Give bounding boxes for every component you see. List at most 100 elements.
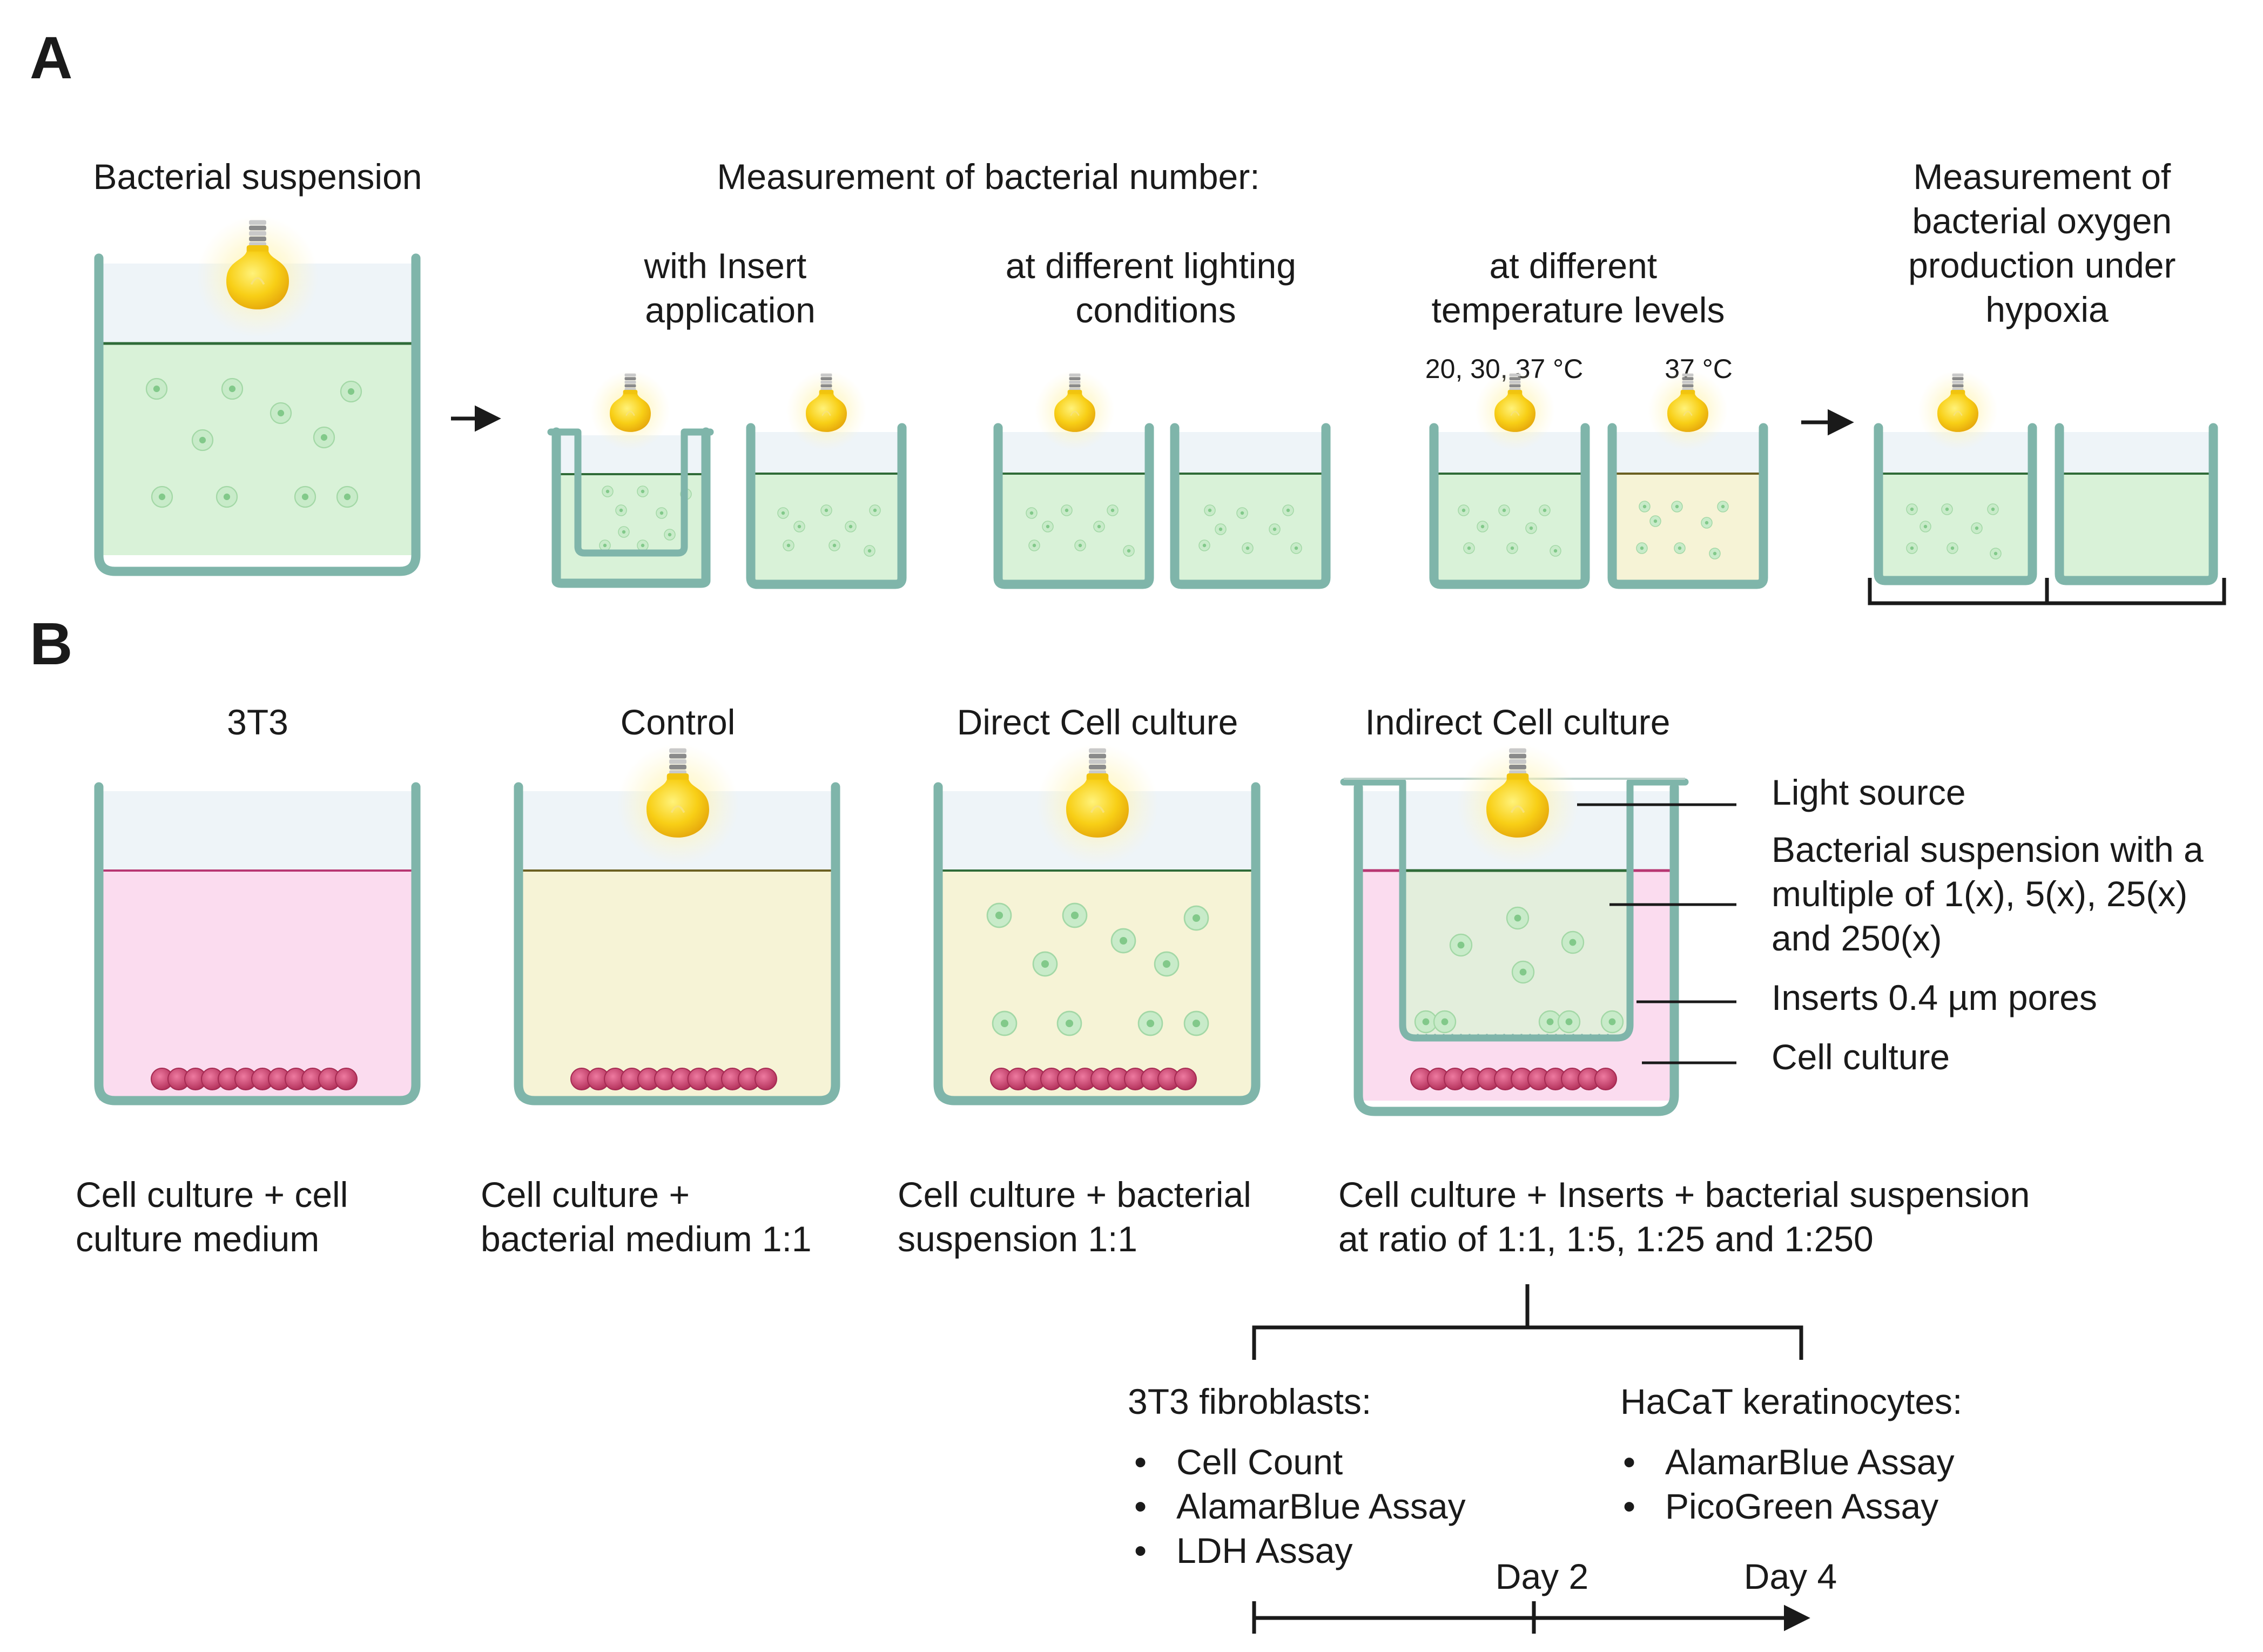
bacterium-nucleus (344, 493, 351, 501)
bacterium-nucleus (867, 549, 872, 553)
bacterium-nucleus (1127, 549, 1131, 553)
bacterium-nucleus (1029, 511, 1034, 515)
bacterium-nucleus (301, 493, 309, 501)
bacterium-nucleus (1146, 1019, 1155, 1028)
light-bulb-icon (1917, 370, 1998, 451)
bacterium-nucleus (1065, 1019, 1074, 1028)
bacterium-nucleus (995, 911, 1003, 920)
bacterium-nucleus (1046, 524, 1050, 529)
light-bulb-icon (196, 215, 319, 338)
bacterium-nucleus (1910, 546, 1914, 550)
bacterium-nucleus (1245, 546, 1250, 550)
fibroblasts-item-ldh: LDH Assay (1176, 1530, 1352, 1570)
beaker-temp-variable (1429, 370, 1590, 589)
bacterium-nucleus (153, 385, 160, 393)
keratinocytes-item-picogreen: PicoGreen Assay (1665, 1486, 1938, 1526)
label-oxygen-production: Measurement of bacterial oxygen producti… (1908, 157, 2186, 329)
bacterium-nucleus (1705, 521, 1709, 525)
timeline-day-2: Day 2 (1496, 1556, 1588, 1596)
bacterium-nucleus (1546, 1018, 1554, 1026)
beaker-dark (1170, 423, 1331, 589)
bacterium-nucleus (1950, 546, 1955, 550)
light-bulb-icon (1474, 370, 1555, 451)
beaker-no-insert (746, 370, 907, 589)
bacterium-nucleus (1192, 914, 1201, 922)
beaker-control (514, 743, 840, 1105)
beaker-with-insert (547, 370, 714, 588)
bacterium-nucleus (1569, 939, 1577, 946)
timeline: Day 2 Day 4 (1252, 1556, 1837, 1634)
bacterium-nucleus (1422, 1018, 1430, 1026)
bacterium-nucleus (1975, 526, 1979, 530)
fibroblasts-item-alamarblue: AlamarBlue Assay (1176, 1486, 1466, 1526)
bacterium-nucleus (848, 524, 853, 529)
bacterium-nucleus (1110, 508, 1115, 513)
bacterium-nucleus (1713, 551, 1717, 556)
panel-letter-b: B (30, 611, 72, 677)
cell (1594, 1068, 1617, 1090)
bacterium-nucleus (1993, 551, 1998, 556)
cell (755, 1068, 777, 1090)
bacterium-nucleus (1608, 1018, 1616, 1026)
desc-direct: Cell culture + bacterial suspension 1:1 (898, 1175, 1261, 1259)
assay-tree-bracket (1252, 1284, 1803, 1360)
bacterium-nucleus (1467, 546, 1471, 550)
bacterium-nucleus (668, 532, 672, 537)
bacterium-nucleus (641, 543, 645, 548)
bacterium-nucleus (1208, 508, 1212, 513)
bacterium-nucleus (1218, 527, 1223, 531)
desc-3t3: Cell culture + cell culture medium (76, 1175, 358, 1259)
bacterium-nucleus (1240, 511, 1244, 515)
keratinocytes-item-alamarblue: AlamarBlue Assay (1665, 1442, 1955, 1482)
bacterium-nucleus (347, 388, 355, 395)
beaker-3t3 (94, 782, 421, 1105)
bacterium-nucleus (824, 508, 829, 513)
bacterium-nucleus (199, 436, 206, 444)
bacterium-nucleus (1553, 549, 1558, 553)
light-bulb-icon (786, 370, 867, 451)
label-lighting-conditions: at different lighting conditions (1006, 246, 1306, 330)
bacterium-nucleus (228, 385, 236, 393)
bacterium-nucleus (1565, 1018, 1573, 1026)
bacterium-nucleus (1070, 911, 1079, 920)
beaker-indirect (1340, 743, 1689, 1116)
bullet: • (1623, 1486, 1635, 1526)
bacterium-nucleus (1000, 1019, 1009, 1028)
fibroblasts-title: 3T3 fibroblasts: (1128, 1381, 1371, 1421)
bacterium-nucleus (1441, 1018, 1449, 1026)
bacterium-nucleus (1678, 546, 1682, 550)
keratinocytes-title: HaCaT keratinocytes: (1620, 1381, 1962, 1421)
light-bulb-icon (616, 743, 739, 866)
bacteria-cluster (1414, 906, 1624, 1034)
fibroblasts-list: 3T3 fibroblasts: • Cell Count • AlamarBl… (1128, 1381, 1466, 1570)
bacterium-nucleus (1519, 968, 1527, 976)
bacterium-nucleus (1480, 524, 1485, 529)
bacterium-nucleus (1510, 546, 1514, 550)
bacterium-nucleus (1272, 527, 1277, 531)
label-bacterial-suspension: Bacterial suspension (93, 157, 422, 197)
cell-row (1410, 1068, 1617, 1090)
bacterium-nucleus (1032, 543, 1036, 548)
legend-light-source: Light source (1772, 772, 1966, 812)
legend-bacterial-suspension: Bacterial suspension with a multiple of … (1772, 830, 2213, 958)
bacterium-nucleus (320, 434, 328, 441)
bacterium-nucleus (786, 543, 791, 548)
bacterium-nucleus (1543, 508, 1547, 513)
bacterium-nucleus (158, 493, 166, 501)
bullet: • (1134, 1442, 1147, 1482)
hypoxia-bracket (1868, 578, 2226, 605)
bacterium-nucleus (1945, 507, 1949, 511)
light-bulb-icon (1034, 370, 1115, 451)
title-control: Control (621, 702, 736, 742)
bacterium-nucleus (1529, 526, 1533, 530)
bacterium-nucleus (641, 489, 645, 494)
bacterium-nucleus (659, 511, 664, 515)
bacterium-nucleus (1642, 504, 1647, 509)
title-indirect: Indirect Cell culture (1365, 702, 1671, 742)
bacterium-nucleus (1286, 508, 1290, 513)
bacterium-nucleus (1675, 504, 1679, 509)
bullet: • (1134, 1486, 1147, 1526)
beaker-temp-37 (1607, 370, 1768, 589)
light-bulb-icon (1647, 370, 1728, 451)
